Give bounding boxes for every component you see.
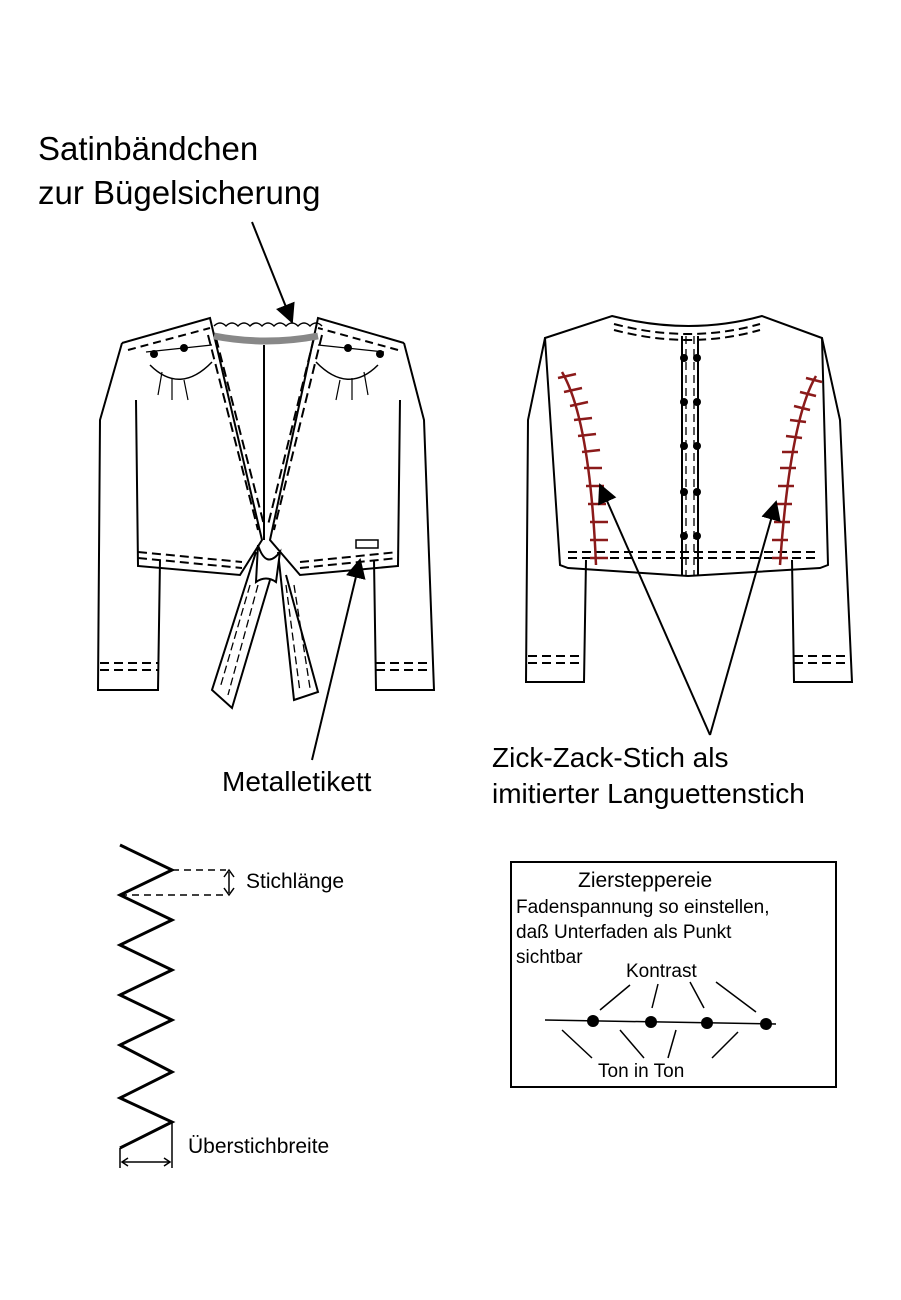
box-desc-line1: Fadenspannung so einstellen, (516, 897, 770, 918)
topstitch-diagram (544, 981, 777, 1059)
arrow-zigzag-right (709, 500, 781, 736)
satin-ribbon-label-line1: Satinbändchen (38, 130, 259, 167)
zigzag-label-line1: Zick-Zack-Stich als (492, 742, 729, 773)
arrow-zigzag-left (598, 483, 711, 736)
zigzag-line (116, 843, 176, 1150)
overstitch-width-label: Überstichbreite (188, 1135, 330, 1158)
front-body-right (268, 316, 405, 577)
back-body (543, 314, 830, 578)
back-center-dots (680, 354, 701, 540)
pointer-arrows (251, 221, 781, 761)
satin-ribbon-label-line2: zur Bügelsicherung (38, 174, 321, 211)
box-title: Ziersteppereie (578, 869, 713, 892)
satin-ribbon (213, 332, 319, 345)
zigzag-label-line2: imitierter Languettenstich (492, 778, 805, 809)
front-left-sleeve (96, 342, 161, 691)
zigzag-stitch-diagram (116, 843, 235, 1168)
stitch-length-label: Stichlänge (246, 870, 345, 893)
box-desc-line2: daß Unterfaden als Punkt (516, 922, 732, 943)
arrow-metal (311, 558, 366, 761)
back-jacket (524, 314, 854, 683)
back-left-sleeve (524, 337, 587, 683)
arrow-satin (251, 221, 295, 324)
front-jacket (96, 316, 436, 710)
front-tie-left (210, 551, 271, 710)
front-body-left (121, 316, 264, 577)
topstitch-dots (587, 1015, 772, 1030)
red-stitch-right (772, 375, 823, 566)
front-right-sleeve (373, 342, 436, 691)
topstitch-info-box (510, 861, 837, 1088)
tone-label: Ton in Ton (598, 1061, 685, 1082)
metal-label: Metalletikett (222, 766, 372, 797)
box-desc-line3: sichtbar (516, 947, 583, 968)
front-yoke-dots (150, 344, 384, 358)
red-stitch-left (557, 371, 608, 566)
contrast-label: Kontrast (626, 961, 697, 982)
back-right-sleeve (791, 337, 854, 683)
